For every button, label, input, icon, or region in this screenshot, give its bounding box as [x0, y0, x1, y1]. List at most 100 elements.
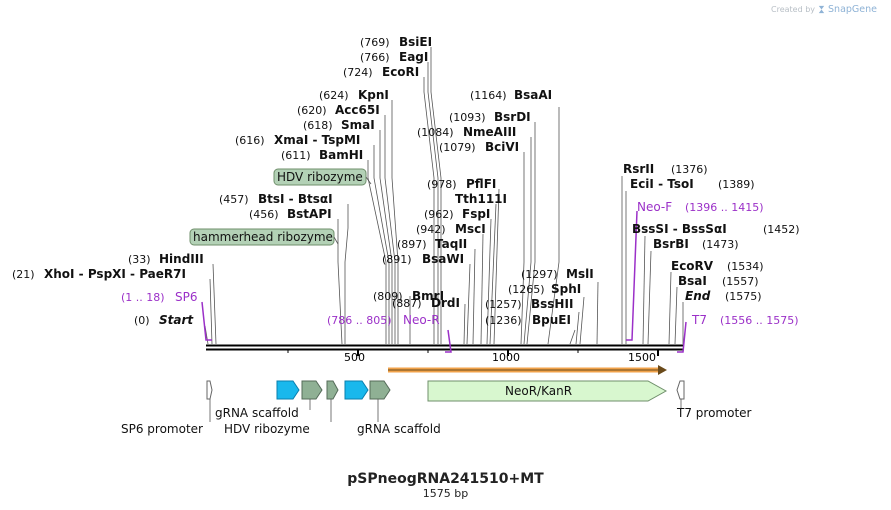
site-position: (891) [382, 253, 412, 266]
site-enzyme-name: EagI [399, 50, 428, 64]
primer-name: Neo-R [403, 313, 440, 327]
site-enzyme-name: HindIII [159, 252, 204, 266]
primer-name: SP6 [175, 290, 198, 304]
site-position: (766) [360, 51, 390, 64]
primer-name: T7 [691, 313, 707, 327]
brand-prefix: Created by [771, 5, 816, 14]
HDV-ribozyme-shape [326, 380, 339, 400]
site-position: (616) [235, 134, 265, 147]
site-enzyme-name: MscI [455, 222, 486, 236]
sp6-promoter-shape [206, 380, 213, 400]
primer-range: (1 .. 18) [121, 291, 165, 304]
site-position: (809) [373, 290, 403, 303]
site-enzyme-name: TaqII [435, 237, 467, 251]
feature-label: HDV ribozyme [224, 422, 310, 436]
orf-arrow [388, 365, 667, 375]
site-enzyme-name: BsaAI [514, 88, 552, 102]
site-position: (1473) [702, 238, 739, 251]
site-position: (1575) [725, 290, 762, 303]
hdv-ribozyme-box-label: HDV ribozyme [277, 170, 363, 184]
ruler-tick-label: 500 [344, 351, 365, 364]
site-enzyme-name: BstAPI [287, 207, 332, 221]
site-position: (618) [303, 119, 333, 132]
site-enzyme-name: MslI [566, 267, 594, 281]
site-position: (1084) [417, 126, 454, 139]
site-enzyme-name: FspI [462, 207, 490, 221]
NeoR-KanR-shape [427, 380, 668, 402]
primer-labels: (1 .. 18) SP6 (786 .. 805) Neo-R Neo-F (… [121, 200, 799, 327]
site-enzyme-name: RsrII [623, 162, 654, 176]
site-enzyme-name: BssSI - BssSαI [632, 222, 727, 236]
ruler-tick-label: 1500 [628, 351, 656, 364]
site-enzyme-name: BamHI [319, 148, 363, 162]
site-enzyme-name: EcoRI [382, 65, 419, 79]
primer-range: (786 .. 805) [327, 314, 392, 327]
site-enzyme-name: XmaI - TspMI [274, 133, 360, 147]
site-position: (624) [319, 89, 349, 102]
feature-label: NeoR/KanR [505, 384, 572, 398]
site-enzyme-name: BsaWI [422, 252, 464, 266]
snapgene-logo-icon [818, 5, 825, 14]
site-enzyme-name: BtsI - BtsαI [258, 192, 333, 206]
site-enzyme-name: DrdI [431, 296, 460, 310]
site-enzyme-name: EcoRV [671, 259, 714, 273]
ruler: 500 1000 1500 [287, 350, 659, 364]
site-position: (1389) [718, 178, 755, 191]
site-position: (1079) [439, 141, 476, 154]
site-enzyme-name: Tth111I [455, 192, 507, 206]
site-position: (942) [416, 223, 446, 236]
site-position: (1297) [521, 268, 558, 281]
plasmid-length: 1575 bp [422, 487, 469, 500]
site-enzyme-name: BpuEI [532, 313, 571, 327]
primer-range: (1396 .. 1415) [685, 201, 764, 214]
t7-promoter-shape [676, 380, 685, 400]
site-position: (1557) [722, 275, 759, 288]
site-enzyme-name: Acc65I [335, 103, 380, 117]
site-enzyme-name: SmaI [341, 118, 375, 132]
site-enzyme-name: XhoI - PspXI - PaeR7I [44, 267, 186, 281]
site-enzyme-name: KpnI [358, 88, 389, 102]
site-position: (456) [249, 208, 279, 221]
site-position: (978) [427, 178, 457, 191]
primer-markers [201, 210, 687, 353]
restriction-site-labels: (769)BsiEI(766)EagI(724)EcoRI(624)KpnI(6… [12, 35, 800, 327]
site-position: (1265) [508, 283, 545, 296]
site-enzyme-name: BssHII [531, 297, 573, 311]
primer-name: Neo-F [637, 200, 672, 214]
site-position: (1376) [671, 163, 708, 176]
site-position: (887) [392, 297, 422, 310]
blue-arrow-feature-1 [276, 380, 300, 400]
site-position: (1257) [485, 298, 522, 311]
site-position: (0) [134, 314, 150, 327]
plasmid-name: pSPneogRNA241510+MT [347, 471, 544, 487]
primer-range: (1556 .. 1575) [720, 314, 799, 327]
site-position: (1093) [449, 111, 486, 124]
site-position: (21) [12, 268, 35, 281]
blue-arrow-feature-2 [344, 380, 369, 400]
feature-leader-lines [209, 399, 682, 422]
feature-shapes [206, 380, 685, 402]
site-enzyme-name: NmeAIII [463, 125, 516, 139]
site-position: (620) [297, 104, 327, 117]
brand-watermark: Created by SnapGene [771, 4, 877, 15]
site-enzyme-name: BsrBI [653, 237, 689, 251]
site-position: (611) [281, 149, 311, 162]
feature-label: T7 promoter [676, 406, 752, 420]
site-enzyme-name: BsrDI [494, 110, 531, 124]
site-position: (1452) [763, 223, 800, 236]
site-enzyme-name: SphI [551, 282, 581, 296]
site-position: (1236) [485, 314, 522, 327]
feature-label: gRNA scaffold [357, 422, 441, 436]
feature-label: gRNA scaffold [215, 406, 299, 420]
gRNA-scaffold-shape-1 [301, 380, 323, 400]
site-enzyme-name: PflFI [466, 177, 496, 191]
site-leader-lines [204, 47, 684, 345]
feature-label: SP6 promoter [121, 422, 203, 436]
site-enzyme-name: End [685, 289, 711, 303]
ruler-tick-label: 1000 [492, 351, 520, 364]
site-enzyme-name: Start [159, 313, 194, 327]
site-position: (33) [128, 253, 151, 266]
site-position: (769) [360, 36, 390, 49]
site-enzyme-name: BciVI [485, 140, 519, 154]
